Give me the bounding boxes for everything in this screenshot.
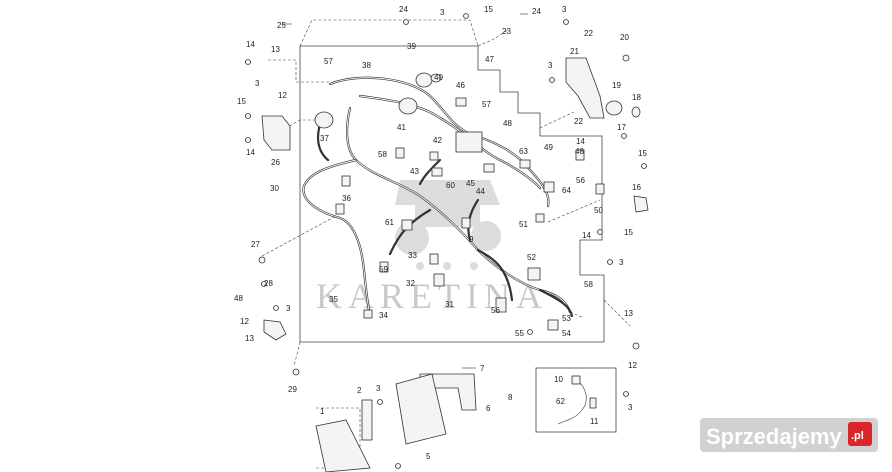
callout: 13 xyxy=(624,309,633,318)
callout: 17 xyxy=(617,123,626,132)
callout: 58 xyxy=(584,280,593,289)
callout: 57 xyxy=(482,100,491,109)
callout: 33 xyxy=(408,251,417,260)
callout: 51 xyxy=(519,220,528,229)
callout: 40 xyxy=(434,73,443,82)
callout: 7 xyxy=(480,364,485,373)
callout: 3 xyxy=(376,384,381,393)
callout: 1 xyxy=(320,407,325,416)
callout: 3 xyxy=(440,8,445,17)
callout: 23 xyxy=(502,27,511,36)
callout: 42 xyxy=(433,136,442,145)
callout: 35 xyxy=(329,295,338,304)
callout: 18 xyxy=(632,93,641,102)
callout: 48 xyxy=(575,147,584,156)
callout: 12 xyxy=(278,91,287,100)
callout: 31 xyxy=(445,300,454,309)
callout: 15 xyxy=(624,228,633,237)
callout: 59 xyxy=(379,265,388,274)
callout: 53 xyxy=(562,314,571,323)
callout: 55 xyxy=(515,329,524,338)
callout: 47 xyxy=(485,55,494,64)
callout: 38 xyxy=(362,61,371,70)
callout: 14 xyxy=(576,137,585,146)
callout: 50 xyxy=(594,206,603,215)
leader-lines xyxy=(261,19,631,367)
callout: 20 xyxy=(620,33,629,42)
watermark: KARETINA xyxy=(316,180,548,316)
callout: 36 xyxy=(342,194,351,203)
callout: 9 xyxy=(469,235,474,244)
callout: 30 xyxy=(270,184,279,193)
callout: 14 xyxy=(246,40,255,49)
callout: 3 xyxy=(628,403,633,412)
callout: 10 xyxy=(554,375,563,384)
callout: 13 xyxy=(245,334,254,343)
parts xyxy=(245,13,649,472)
callout: 41 xyxy=(397,123,406,132)
callout: 60 xyxy=(446,181,455,190)
site-badge-text: Sprzedajemy xyxy=(706,424,842,449)
callout: 45 xyxy=(466,179,475,188)
callout: 22 xyxy=(584,29,593,38)
callout: 3 xyxy=(548,61,553,70)
callout: 37 xyxy=(320,134,329,143)
callout: 21 xyxy=(570,47,579,56)
callouts: 25 24 3 15 24 3 23 22 20 14 13 3 12 38 3… xyxy=(234,5,647,461)
callout: 19 xyxy=(612,81,621,90)
callout: 14 xyxy=(246,148,255,157)
callout: 6 xyxy=(486,404,491,413)
callout: 43 xyxy=(410,167,419,176)
callout: 48 xyxy=(234,294,243,303)
callout: 8 xyxy=(508,393,513,402)
callout: 39 xyxy=(407,42,416,51)
callout: 24 xyxy=(399,5,408,14)
callout: 25 xyxy=(277,21,286,30)
callout: 54 xyxy=(562,329,571,338)
callout: 12 xyxy=(240,317,249,326)
main-frame xyxy=(299,45,605,343)
callout: 61 xyxy=(385,218,394,227)
callout: 46 xyxy=(456,81,465,90)
callout: 32 xyxy=(406,279,415,288)
callout: 56 xyxy=(576,176,585,185)
callout: 2 xyxy=(357,386,362,395)
callout: 3 xyxy=(255,79,260,88)
site-badge-suffix: .pl xyxy=(851,430,864,442)
callout: 63 xyxy=(519,147,528,156)
callout: 11 xyxy=(590,417,599,426)
callout: 64 xyxy=(562,186,571,195)
callout: 3 xyxy=(562,5,567,14)
watermark-text: KARETINA xyxy=(316,276,548,316)
callout: 16 xyxy=(632,183,641,192)
callout: 48 xyxy=(503,119,512,128)
callout: 15 xyxy=(237,97,246,106)
callout: 58 xyxy=(378,150,387,159)
callout: 15 xyxy=(638,149,647,158)
callout: 22 xyxy=(574,117,583,126)
callout: 27 xyxy=(251,240,260,249)
callout: 49 xyxy=(544,143,553,152)
callout: 34 xyxy=(379,311,388,320)
callout: 5 xyxy=(426,452,431,461)
site-badge: Sprzedajemy .pl xyxy=(700,418,878,452)
callout: 28 xyxy=(264,279,273,288)
callout: 15 xyxy=(484,5,493,14)
callout: 3 xyxy=(286,304,291,313)
callout: 3 xyxy=(619,258,624,267)
sensor-box xyxy=(535,367,617,433)
callout: 12 xyxy=(628,361,637,370)
callout: 29 xyxy=(288,385,297,394)
callout: 56 xyxy=(491,306,500,315)
callout: 13 xyxy=(271,45,280,54)
callout: 52 xyxy=(527,253,536,262)
callout: 24 xyxy=(532,7,541,16)
callout: 57 xyxy=(324,57,333,66)
callout: 26 xyxy=(271,158,280,167)
callout: 14 xyxy=(582,231,591,240)
callout: 44 xyxy=(476,187,485,196)
callout: 62 xyxy=(556,397,565,406)
